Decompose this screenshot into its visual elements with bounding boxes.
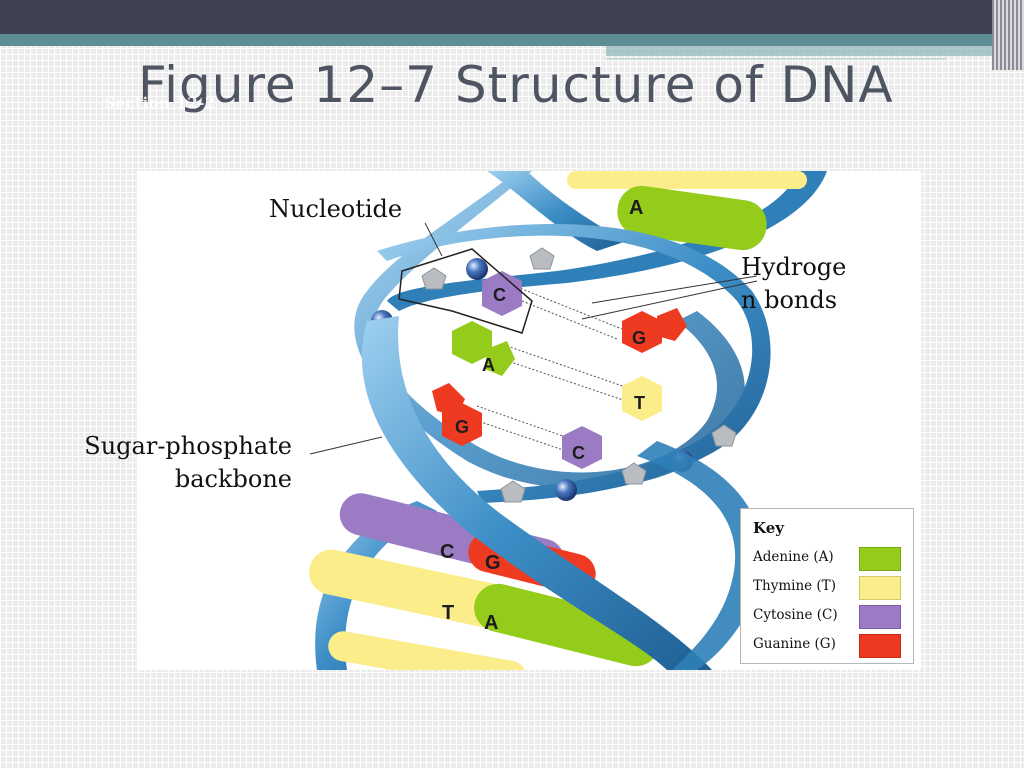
section-label: Section 12-2	[104, 94, 216, 112]
nucleotide-leader-line	[424, 222, 443, 257]
svg-text:G: G	[632, 328, 646, 348]
svg-text:T: T	[634, 393, 645, 413]
color-key-legend: Key Adenine (A) Thymine (T) Cytosine (C)…	[740, 508, 914, 664]
svg-text:C: C	[572, 443, 585, 463]
svg-text:C: C	[493, 285, 506, 305]
sugar-phosphate-backbone-label: Sugar-phosphate backbone	[84, 432, 292, 493]
slide-accent-bar-secondary	[606, 46, 1000, 56]
slide-accent-bar	[0, 34, 1000, 46]
backbone-strand-lower-front	[361, 316, 712, 670]
svg-text:G: G	[455, 417, 469, 437]
base-A-middle	[452, 321, 492, 364]
hydrogen-leader-line	[591, 275, 758, 304]
adenine-swatch	[859, 547, 901, 571]
key-title: Key	[753, 519, 784, 537]
svg-text:A: A	[484, 612, 498, 634]
sugar-icon	[421, 267, 447, 290]
svg-text:G: G	[485, 552, 501, 574]
key-item-adenine: Adenine (A)	[753, 547, 903, 571]
base-G-upper	[622, 311, 662, 353]
phosphate-icon	[466, 258, 488, 280]
slide-accent-line	[606, 58, 946, 60]
dna-figure: A C G A T G C	[137, 171, 921, 670]
svg-text:T: T	[442, 602, 454, 624]
base-pair-top	[567, 171, 807, 189]
slide-title: Figure 12–7 Structure of DNA	[138, 56, 894, 114]
slide-corner-stripes	[992, 0, 1024, 70]
key-item-thymine: Thymine (T)	[753, 576, 903, 600]
base-T-middle	[622, 376, 662, 421]
slide-header-bar	[0, 0, 1024, 34]
hydrogen-bonds-label: Hydroge n bonds	[741, 253, 847, 314]
base-C-middle	[562, 426, 602, 469]
key-item-guanine: Guanine (G)	[753, 634, 903, 658]
cytosine-swatch	[859, 605, 901, 629]
dna-helix-illustration: A C G A T G C	[309, 171, 827, 670]
nucleotide-outline	[398, 248, 533, 334]
key-item-cytosine: Cytosine (C)	[753, 605, 903, 629]
base-C-upper	[482, 271, 522, 316]
svg-text:A: A	[482, 355, 495, 375]
guanine-swatch	[859, 634, 901, 658]
svg-text:C: C	[440, 541, 454, 563]
thymine-swatch	[859, 576, 901, 600]
base-A-top: A	[629, 197, 643, 219]
nucleotide-label: Nucleotide	[269, 195, 403, 223]
backbone-leader-line	[309, 436, 383, 455]
